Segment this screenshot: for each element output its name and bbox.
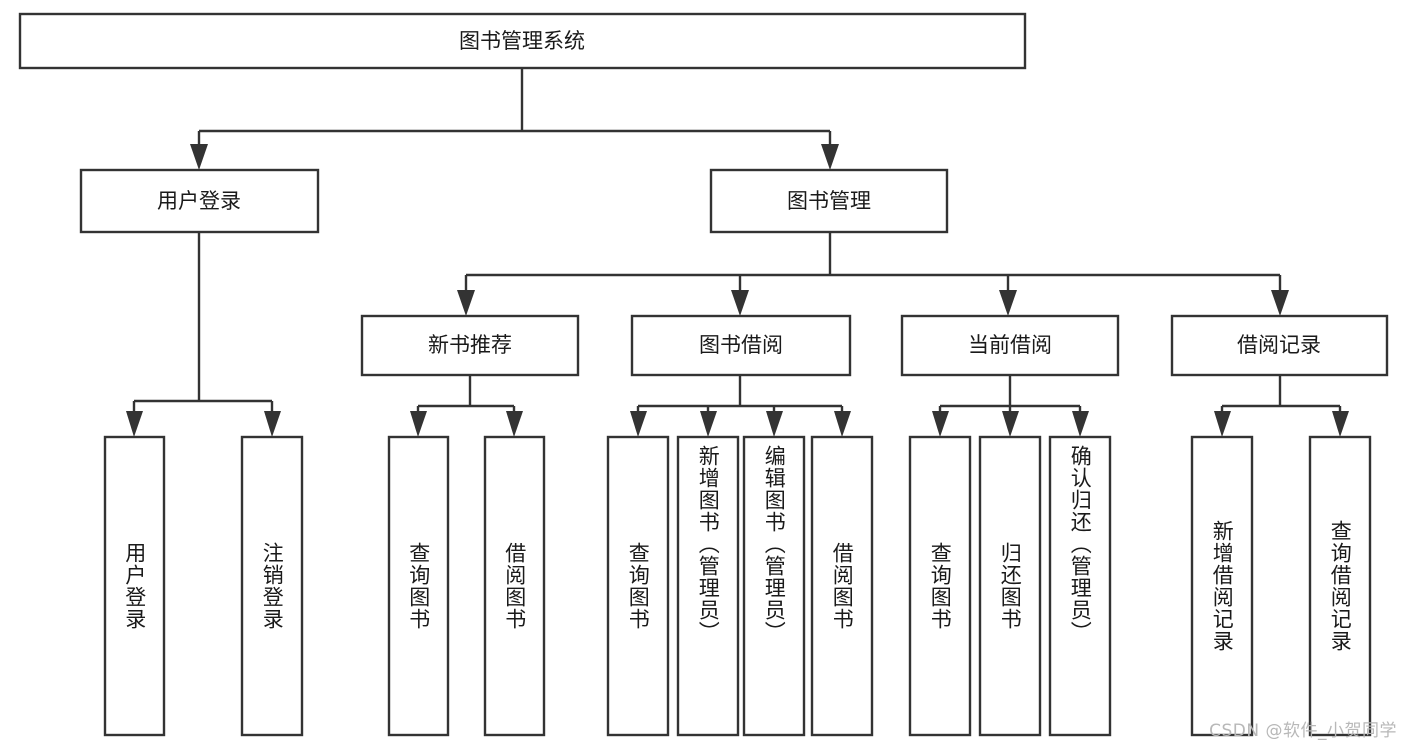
- arrow-head-br-leaf-1: [1214, 411, 1231, 437]
- connector-group-user-login: [126, 232, 281, 437]
- leaf-box-borrow-record-2[interactable]: [1308, 435, 1372, 737]
- arrow-head-book-mgmt: [821, 144, 839, 170]
- node-user-login-box[interactable]: [79, 168, 320, 234]
- node-current-borrow-box[interactable]: [900, 314, 1120, 377]
- arrow-head-bb-leaf-3: [766, 411, 783, 437]
- arrow-head-borrow-record: [1271, 290, 1289, 316]
- leaf-box-new-book-2[interactable]: [483, 435, 546, 737]
- connector-group-root: [190, 68, 839, 170]
- node-root-label: 图书管理系统: [459, 29, 585, 53]
- leaf-box-current-borrow-2[interactable]: [978, 435, 1042, 737]
- node-current-borrow-label: 当前借阅: [968, 333, 1052, 357]
- leaf-box-book-borrow-1[interactable]: [606, 435, 670, 737]
- node-current-borrow[interactable]: 当前借阅: [900, 314, 1120, 377]
- node-root-box[interactable]: [18, 12, 1027, 70]
- node-user-login-label: 用户登录: [157, 189, 241, 213]
- node-book-borrow[interactable]: 图书借阅: [630, 314, 852, 377]
- arrow-head-current-borrow: [999, 290, 1017, 316]
- arrow-head-book-borrow: [731, 290, 749, 316]
- node-new-book-recommend[interactable]: 新书推荐: [360, 314, 580, 377]
- leaf-box-user-login-1[interactable]: [103, 435, 166, 737]
- node-book-management-box[interactable]: [709, 168, 949, 234]
- leaf-box-book-borrow-4[interactable]: [810, 435, 874, 737]
- connector-group-borrow-record: [1214, 375, 1349, 437]
- arrow-head-cb-leaf-2: [1002, 411, 1019, 437]
- leaf-box-user-login-2[interactable]: [240, 435, 304, 737]
- leaf-box-new-book-1[interactable]: [387, 435, 450, 737]
- arrow-head-user-login: [190, 144, 208, 170]
- node-book-management[interactable]: 图书管理: [709, 168, 949, 234]
- node-borrow-record-label: 借阅记录: [1237, 333, 1321, 357]
- arrow-head-br-leaf-2: [1332, 411, 1349, 437]
- node-new-book-recommend-box[interactable]: [360, 314, 580, 377]
- connector-group-book-borrow: [630, 375, 851, 437]
- connector-group-current-borrow: [932, 375, 1089, 437]
- connector-group-book-mgmt: [457, 232, 1289, 316]
- leaf-box-book-borrow-2[interactable]: [676, 435, 740, 737]
- arrow-head-nb-leaf-2: [506, 411, 523, 437]
- leaf-box-borrow-record-1[interactable]: [1190, 435, 1254, 737]
- connector-group-new-book: [410, 375, 523, 437]
- leaf-box-book-borrow-3[interactable]: [742, 435, 806, 737]
- arrow-head-bb-leaf-4: [834, 411, 851, 437]
- arrow-head-bb-leaf-2: [700, 411, 717, 437]
- arrow-head-nb-leaf-1: [410, 411, 427, 437]
- arrow-head-new-book: [457, 290, 475, 316]
- node-new-book-recommend-label: 新书推荐: [428, 333, 512, 357]
- node-book-management-label: 图书管理: [787, 189, 871, 213]
- node-book-borrow-box[interactable]: [630, 314, 852, 377]
- leaf-box-current-borrow-3[interactable]: [1048, 435, 1112, 737]
- leaf-box-current-borrow-1[interactable]: [908, 435, 972, 737]
- node-borrow-record-box[interactable]: [1170, 314, 1389, 377]
- arrow-head-leaf-logout: [264, 411, 281, 437]
- node-book-borrow-label: 图书借阅: [699, 333, 783, 357]
- arrow-head-cb-leaf-3: [1072, 411, 1089, 437]
- arrow-head-bb-leaf-1: [630, 411, 647, 437]
- node-borrow-record[interactable]: 借阅记录: [1170, 314, 1389, 377]
- node-root[interactable]: 图书管理系统: [18, 12, 1027, 70]
- csdn-watermark: CSDN @软件_小贺同学: [1209, 721, 1397, 741]
- arrow-head-leaf-user-login: [126, 411, 143, 437]
- node-user-login[interactable]: 用户登录: [79, 168, 320, 234]
- arrow-head-cb-leaf-1: [932, 411, 949, 437]
